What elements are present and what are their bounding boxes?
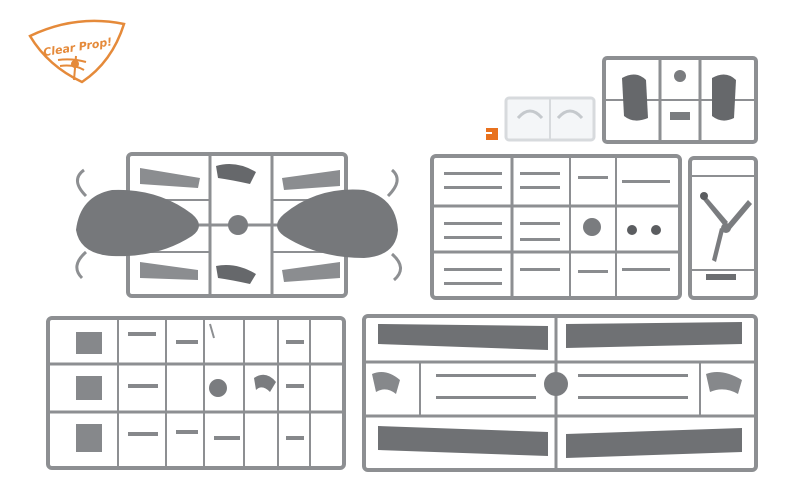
sprue-frame-wings xyxy=(362,314,758,472)
sprue-frame-interior xyxy=(46,316,346,470)
sprue-frame-engine xyxy=(602,56,758,144)
propeller-part xyxy=(700,194,752,262)
brand-logo-text: Clear Prop! xyxy=(42,35,113,59)
sprue-frame-details xyxy=(430,154,682,300)
brand-logo: Clear Prop! xyxy=(28,19,126,84)
wing-part xyxy=(378,324,548,350)
wing-part xyxy=(566,322,742,348)
sprue-frame-propeller xyxy=(688,156,758,300)
orange-part xyxy=(486,128,498,140)
sprue-frame-clear xyxy=(504,96,596,142)
propeller-icon xyxy=(57,55,87,81)
wing-part xyxy=(566,428,742,458)
sprue-frame-fuselage xyxy=(75,152,402,298)
wing-part xyxy=(378,426,548,456)
